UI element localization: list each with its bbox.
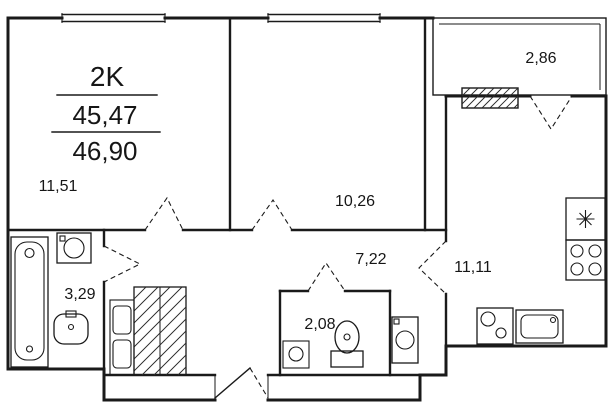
door-entrance-leaf <box>214 367 251 399</box>
windows <box>61 13 381 23</box>
room-area-labels: 11,51 10,26 2,86 7,22 11,11 3,29 2,08 <box>39 50 557 333</box>
room-label-living2: 10,26 <box>335 193 375 210</box>
room-label-wc: 2,08 <box>304 316 335 333</box>
room-label-kitchen: 11,11 <box>454 259 492 276</box>
door-kitchen <box>418 240 447 295</box>
washer-hall <box>391 316 419 364</box>
hall-cabinet <box>109 299 135 376</box>
door-room2 <box>251 199 293 231</box>
door-wc <box>307 262 346 292</box>
window-room2 <box>267 13 381 23</box>
bathroom-sink <box>53 310 89 345</box>
door-balcony <box>529 95 573 131</box>
stove <box>565 239 606 281</box>
wardrobe <box>133 286 187 376</box>
room-label-bathroom: 3,29 <box>64 286 95 303</box>
room-label-balcony: 2,86 <box>525 50 556 67</box>
door-room1 <box>144 196 184 231</box>
interior-walls <box>6 16 448 377</box>
toilet <box>330 320 364 368</box>
room-label-living1: 11,51 <box>39 178 78 195</box>
window-room1 <box>61 13 166 23</box>
door-bathroom <box>103 245 142 283</box>
vent-shaft <box>461 87 519 109</box>
room-label-hall: 7,22 <box>355 251 386 268</box>
kitchen-sink <box>515 309 564 344</box>
area-main-label: 45,47 <box>72 100 137 130</box>
fridge <box>565 197 606 241</box>
snowflake-icon <box>576 210 595 228</box>
wc-sink <box>282 340 310 369</box>
outer-walls <box>6 16 608 402</box>
door-entrance-swing <box>249 367 269 399</box>
door-swings <box>103 95 573 399</box>
bathtub <box>10 236 49 368</box>
washing-machine <box>56 232 92 264</box>
title-block: 2K 45,47 46,90 <box>51 61 161 166</box>
unit-type-label: 2K <box>90 61 125 92</box>
balcony-glazing <box>432 17 607 96</box>
kitchen-hob <box>476 307 514 345</box>
area-total-label: 46,90 <box>72 136 137 166</box>
